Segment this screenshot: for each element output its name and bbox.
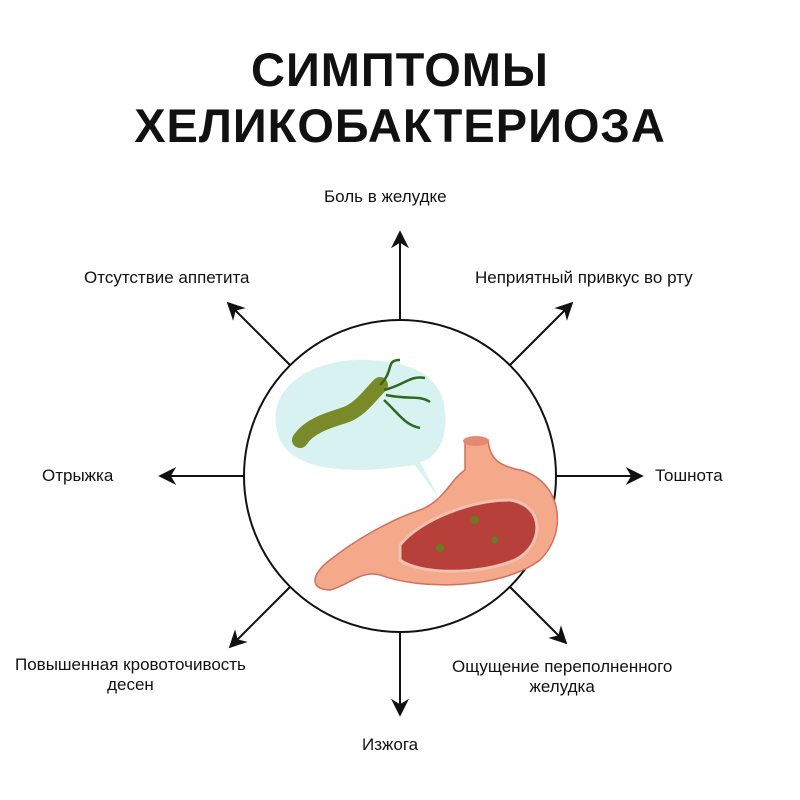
symptom-belching: Отрыжка [42,466,114,485]
symptom-fullness: Ощущение переполненного желудка [452,657,672,697]
symptom-nausea: Тошнота [655,466,723,485]
arrows [158,230,644,717]
symptom-gum-bleeding-line2: десен [107,675,154,694]
arrow-down-left [228,586,291,649]
title-line-2: ХЕЛИКОБАКТЕРИОЗА [134,99,666,152]
symptom-gum-bleeding: Повышенная кровоточивость десен [15,655,246,695]
symptom-fullness-line2: желудка [529,677,595,696]
arrow-up-left [226,301,291,366]
symptom-gum-bleeding-line1: Повышенная кровоточивость [15,655,246,674]
symptom-loss-of-appetite: Отсутствие аппетита [84,268,250,287]
stomach-illustration [314,436,559,591]
arrow-down-right [509,586,568,645]
title-line-1: СИМПТОМЫ [251,43,549,96]
arrow-up-right [509,301,574,366]
symptom-bad-taste: Неприятный привкус во рту [475,268,693,287]
symptom-stomach-pain: Боль в желудке [324,187,447,206]
symptom-heartburn: Изжога [362,735,419,754]
symptom-fullness-line1: Ощущение переполненного [452,657,673,676]
bacterium-bubble [275,358,446,500]
